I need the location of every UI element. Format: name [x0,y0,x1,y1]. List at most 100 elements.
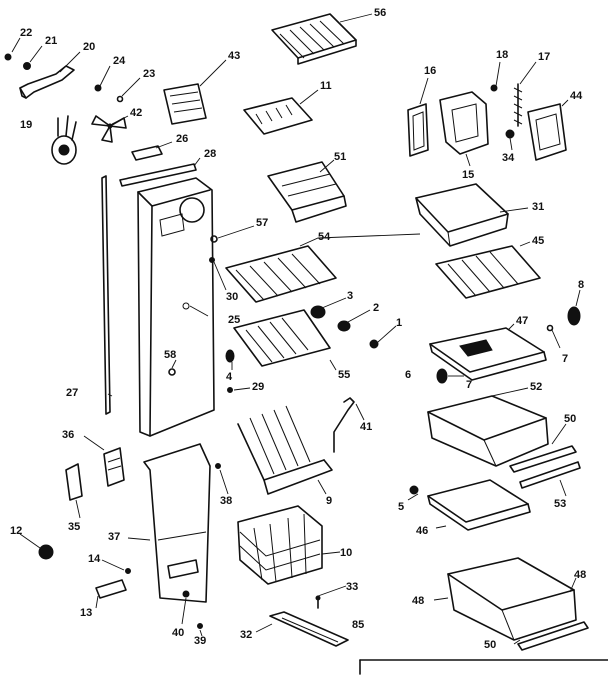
part-20-bracket [19,65,75,99]
part-52-crisper-drawer [427,395,549,467]
part-21-nut [23,62,31,70]
callout-40: 40 [172,627,184,639]
part-31-door-bin [415,183,509,247]
callout-10: 10 [340,547,352,559]
callout-46: 46 [416,525,428,537]
callout-36a: 36 [62,429,74,441]
callout-37: 37 [108,531,120,543]
callout-25: 25 [228,314,240,326]
callout-53: 53 [554,498,566,510]
part-25-liner [137,177,215,437]
callout-7b: 7 [466,379,472,391]
callout-1: 1 [396,317,402,329]
part-37-panel [143,443,211,603]
part-6-roller [436,368,448,384]
callout-14: 14 [88,553,101,565]
callout-23: 23 [143,68,155,80]
callout-38: 38 [220,495,232,507]
part-47-crisper-cover [429,327,547,381]
part-55-wire-shelf [233,309,331,367]
part-12-knob [38,544,54,560]
callout-42: 42 [130,107,142,119]
callout-7a: 7 [562,353,568,365]
part-27-rod [101,175,111,415]
part-13-bracket [95,579,127,599]
part-39-screw [197,623,203,629]
part-2-knob [337,320,351,332]
callout-2: 2 [373,302,379,314]
part-57-clip [210,235,218,243]
frame-corner [359,659,608,675]
callout-21: 21 [45,35,57,47]
callout-11: 11 [320,80,332,92]
callout-32: 32 [240,629,252,641]
callout-6: 6 [405,369,411,381]
callout-35: 35 [68,521,80,533]
callout-12: 12 [10,525,22,537]
callout-34: 34 [502,152,515,164]
callout-3: 3 [347,290,353,302]
part-1-cap [369,339,379,349]
part-41-hook [333,397,355,453]
part-54-wire-shelf [225,245,337,303]
part-50-rail [509,445,577,473]
callout-48b: 48 [574,569,586,581]
callout-57: 57 [256,217,268,229]
callout-19: 19 [20,119,32,131]
callout-22: 22 [20,27,32,39]
part-48-drawer [447,557,577,641]
callout-17: 17 [538,51,550,63]
callout-29: 29 [252,381,264,393]
part-16-frame [407,103,429,157]
part-17-spring [513,83,523,127]
part-26-plate [131,145,163,161]
callout-26: 26 [176,133,188,145]
callout-13: 13 [80,607,92,619]
part-19-light-socket [51,115,77,165]
part-23-screw [116,95,124,103]
part-24-washer [94,84,102,92]
part-46-crisper-shelf [427,479,531,531]
callout-8: 8 [578,279,584,291]
part-3-knob [310,305,326,319]
part-28-strip [119,163,197,187]
callout-48a: 48 [412,595,424,607]
part-53-rail [519,461,581,489]
callout-18: 18 [496,49,508,61]
callout-15: 15 [462,169,474,181]
part-9-wire-rack [237,405,333,495]
part-5-roller [409,485,419,495]
callout-51: 51 [334,151,346,163]
part-10-basket [237,505,323,585]
part-58-plug [168,368,176,376]
part-43-vent-cover [163,83,207,125]
callout-4: 4 [226,371,233,383]
leader-lines [11,13,581,645]
callout-5: 5 [398,501,404,513]
callout-55: 55 [338,369,350,381]
callout-58: 58 [164,349,176,361]
callout-labels: 22 21 20 24 23 43 56 11 16 18 17 44 19 4… [10,7,586,651]
callout-31: 31 [532,201,544,213]
part-14-screw [125,568,131,574]
callout-39: 39 [194,635,206,647]
callout-50a: 50 [564,413,576,425]
part-34-nut [505,129,515,139]
part-32-strip [269,611,349,647]
part-56-shelf [271,13,357,65]
part-4-bolt [225,349,235,363]
part-8-roller [567,306,581,326]
part-50b-rail [517,621,589,651]
part-38-screw [215,463,221,469]
part-7-screw [546,324,554,332]
callout-20: 20 [83,41,95,53]
part-15-housing [439,91,489,155]
part-11-ice-tray [243,97,313,135]
callout-24: 24 [113,55,126,67]
part-51-shelf [267,161,347,223]
callout-56: 56 [374,7,386,19]
callout-28: 28 [204,148,216,160]
callout-30: 30 [226,291,238,303]
callout-16: 16 [424,65,436,77]
